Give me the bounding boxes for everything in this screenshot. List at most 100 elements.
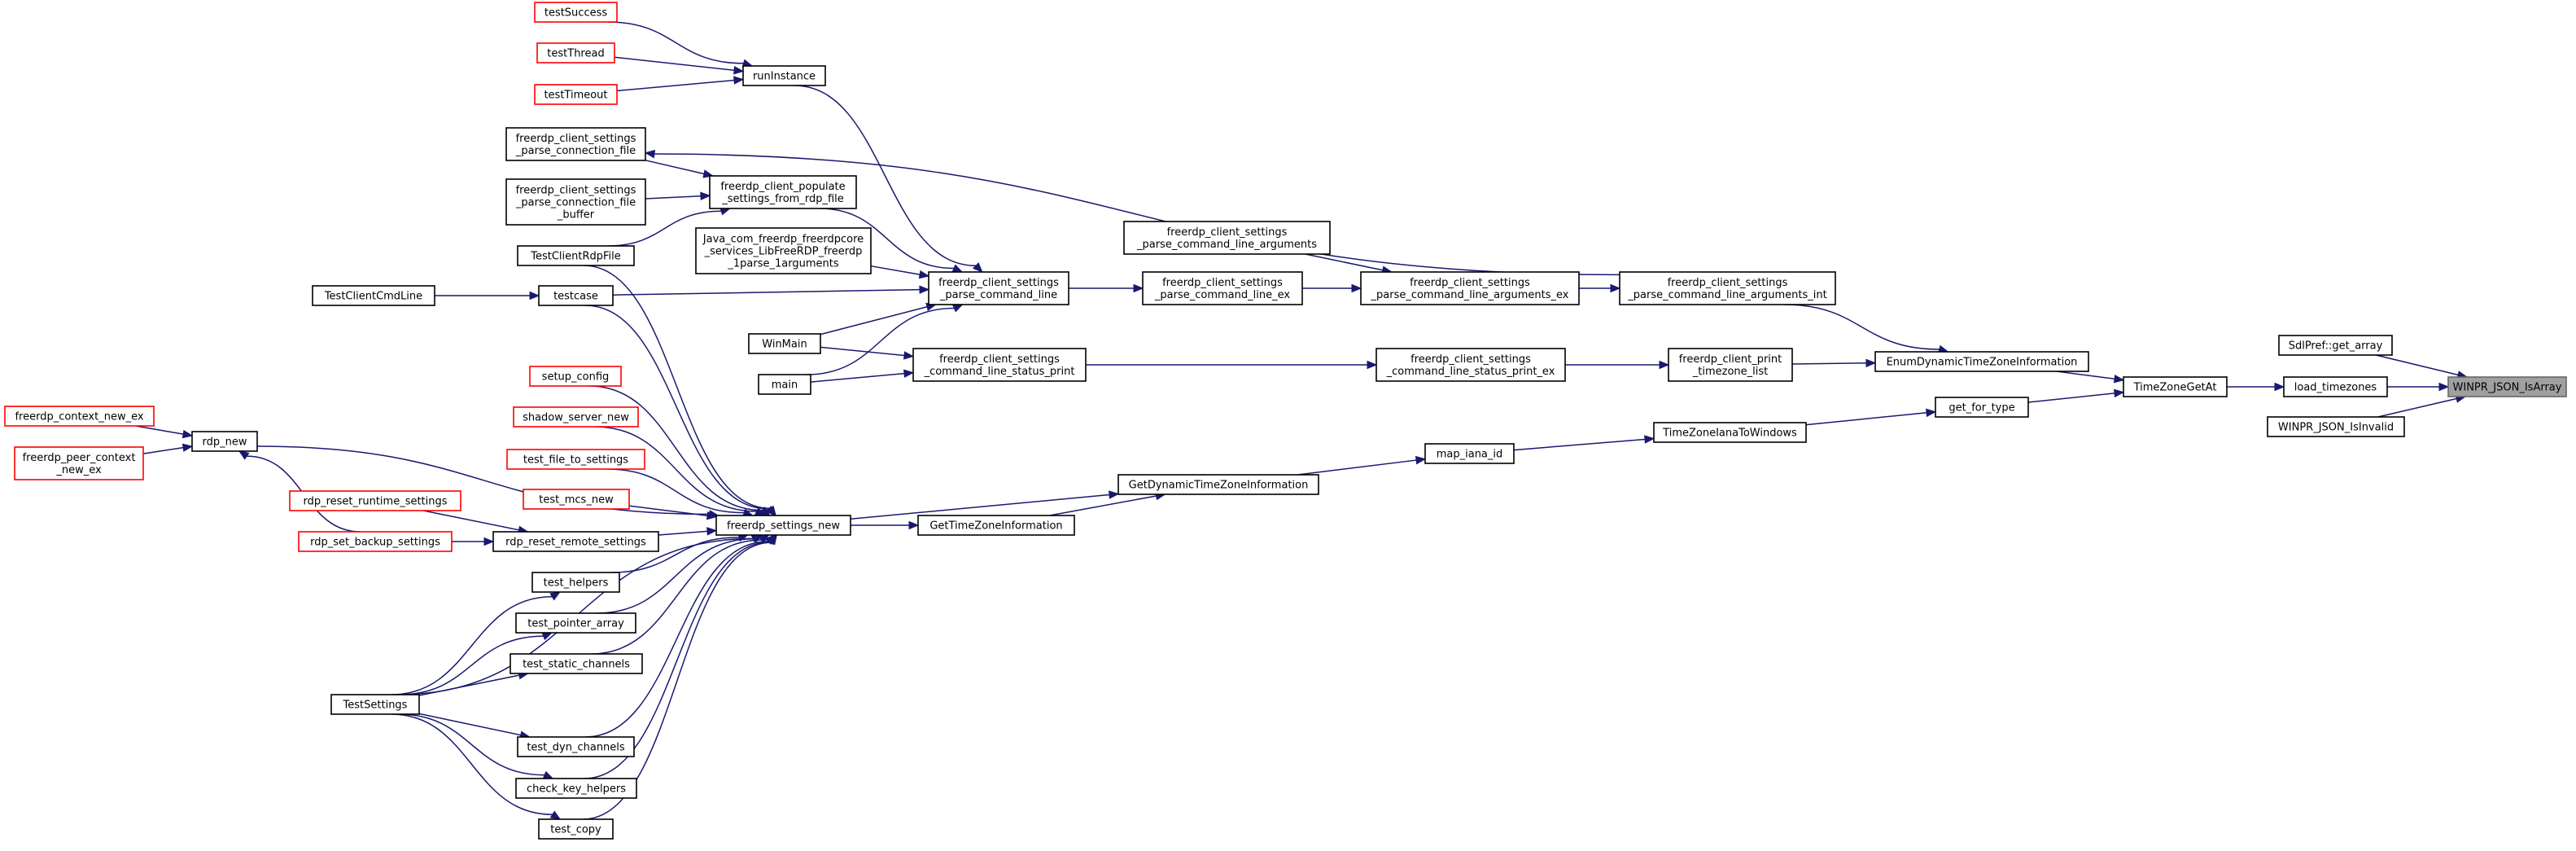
edge-arrowhead [1133, 283, 1144, 293]
node-winmain[interactable]: WinMain [748, 333, 821, 354]
node-shadow-server-new[interactable]: shadow_server_new [513, 406, 639, 428]
node-test-helpers[interactable]: test_helpers [531, 572, 620, 593]
node-box [1668, 348, 1793, 382]
edge-line [418, 713, 522, 736]
node-test-dyn-channels[interactable]: test_dyn_channels [517, 736, 635, 757]
node-fcs-parse-command-line[interactable]: freerdp_client_settings_parse_command_li… [928, 271, 1069, 305]
edge-get-for-type-to-timezonegetat [2027, 388, 2125, 403]
node-test-mcs-new[interactable]: test_mcs_new [523, 489, 630, 510]
edge-line [819, 208, 955, 270]
node-freerdp-peer-context-new-ex[interactable]: freerdp_peer_context_new_ex [14, 446, 144, 480]
edge-fcs-parse-command-line-arguments-int-to-enumdynamictimezoneinformation [1783, 304, 1949, 353]
edge-freerdp-client-print-timezone-list-to-enumdynamictimezoneinformation [1791, 358, 1877, 368]
node-box [928, 271, 1069, 305]
node-box [330, 694, 420, 715]
node-testsuccess[interactable]: testSuccess [534, 2, 618, 23]
edge-line [399, 635, 544, 695]
node-fcs-command-line-status-print[interactable]: freerdp_client_settings_command_line_sta… [912, 348, 1087, 382]
node-testsettings[interactable]: TestSettings [330, 694, 420, 715]
edge-testcase-to-fcs-parse-command-line [612, 285, 930, 296]
node-freerdp-context-new-ex[interactable]: freerdp_context_new_ex [4, 406, 155, 427]
node-freerdp-settings-new[interactable]: freerdp_settings_new [715, 515, 851, 536]
node-load-timezones[interactable]: load_timezones [2283, 376, 2388, 397]
edge-sdlpref-get-array-to-winpr-json-isarray [2375, 354, 2469, 379]
edge-line [607, 21, 744, 64]
node-label: SdlPref::get_array [2289, 340, 2383, 353]
node-label: freerdp_settings_new [727, 520, 840, 533]
node-label: WINPR_JSON_IsInvalid [2278, 422, 2394, 434]
node-fcs-parse-command-line-ex[interactable]: freerdp_client_settings_parse_command_li… [1142, 271, 1303, 305]
node-getdynamictimezoneinformation[interactable]: GetDynamicTimeZoneInformation [1117, 474, 1319, 495]
node-label: _parse_command_line_ex [1154, 289, 1290, 301]
node-enumdynamictimezoneinformation[interactable]: EnumDynamicTimeZoneInformation [1874, 351, 2089, 372]
node-sdlpref-get-array[interactable]: SdlPref::get_array [2278, 335, 2393, 356]
node-testtimeout[interactable]: testTimeout [534, 84, 618, 105]
node-freerdp-client-print-timezone-list[interactable]: freerdp_client_print_timezone_list [1668, 348, 1793, 382]
node-box [715, 515, 851, 536]
node-fcs-parse-connection-file[interactable]: freerdp_client_settings_parse_connection… [505, 127, 646, 161]
edge-arrowhead [182, 443, 194, 452]
node-fcs-parse-command-line-arguments-int[interactable]: freerdp_client_settings_parse_command_li… [1619, 271, 1836, 305]
edge-timezonegetat-to-load-timezones [2227, 382, 2285, 392]
node-box [312, 285, 435, 306]
node-box [536, 42, 615, 64]
node-map-iana-id[interactable]: map_iana_id [1424, 443, 1515, 464]
node-testthread[interactable]: testThread [536, 42, 615, 64]
node-fcs-command-line-status-print-ex[interactable]: freerdp_client_settings_command_line_sta… [1375, 348, 1566, 382]
node-test-pointer-array[interactable]: test_pointer_array [515, 612, 636, 634]
node-get-for-type[interactable]: get_for_type [1935, 397, 2029, 418]
edge-freerdp-settings-new-to-gettimezoneinformation [851, 520, 920, 530]
node-box [515, 778, 637, 799]
edge-fcs-parse-connection-file-buffer-to-fc-populate-settings-from-rdp-file [645, 191, 711, 201]
edge-line [616, 79, 735, 92]
node-test-file-to-settings[interactable]: test_file_to_settings [506, 449, 645, 470]
edge-line [423, 510, 519, 531]
node-box [531, 572, 620, 593]
edge-line [2056, 371, 2115, 380]
node-label: testThread [547, 48, 604, 60]
node-rdp-reset-remote-settings[interactable]: rdp_reset_remote_settings [492, 531, 659, 552]
edge-line [2377, 397, 2457, 418]
edge-java-parse-arguments-to-fcs-parse-command-line [870, 265, 930, 279]
node-gettimezoneinformation[interactable]: GetTimeZoneInformation [917, 515, 1075, 536]
edge-arrowhead [542, 770, 554, 779]
edge-line [810, 372, 905, 383]
node-box [695, 227, 872, 274]
edge-fcs-parse-connection-file-to-fc-populate-settings-from-rdp-file [645, 160, 715, 178]
node-testclientrdpfile[interactable]: TestClientRdpFile [517, 245, 635, 266]
edge-fcs-command-line-status-print-to-fcs-command-line-status-print-ex [1086, 360, 1378, 370]
node-fcs-parse-connection-file-buffer[interactable]: freerdp_client_settings_parse_connection… [505, 178, 646, 226]
node-java-parse-arguments[interactable]: Java_com_freerdp_freerdpcore_services_Li… [695, 227, 872, 274]
node-label: freerdp_client_settings [1167, 226, 1288, 239]
edge-timezoneianatowindows-to-get-for-type [1805, 408, 1937, 426]
node-label: GetDynamicTimeZoneInformation [1129, 480, 1309, 492]
node-box [534, 84, 618, 105]
node-fc-populate-settings-from-rdp-file[interactable]: freerdp_client_populate_settings_from_rd… [709, 175, 857, 209]
node-check-key-helpers[interactable]: check_key_helpers [515, 778, 637, 799]
node-main[interactable]: main [758, 374, 811, 395]
node-rdp-reset-runtime-settings[interactable]: rdp_reset_runtime_settings [289, 490, 461, 511]
node-timezoneianatowindows[interactable]: TimeZoneIanaToWindows [1653, 422, 1807, 443]
node-runinstance[interactable]: runInstance [742, 65, 826, 86]
node-testcase[interactable]: testcase [538, 285, 614, 306]
node-fcs-parse-command-line-arguments-ex[interactable]: freerdp_client_settings_parse_command_li… [1360, 271, 1580, 305]
node-fcs-parse-command-line-arguments[interactable]: freerdp_client_settings_parse_command_li… [1123, 221, 1331, 255]
node-rdp-set-backup-settings[interactable]: rdp_set_backup_settings [298, 531, 453, 552]
node-test-copy[interactable]: test_copy [538, 818, 614, 840]
node-timezonegetat[interactable]: TimeZoneGetAt [2123, 376, 2228, 397]
node-testclientcmdline[interactable]: TestClientCmdLine [312, 285, 435, 306]
node-box [529, 366, 622, 387]
node-box [1619, 271, 1836, 305]
node-label: TestSettings [343, 700, 408, 712]
node-winpr-json-isinvalid[interactable]: WINPR_JSON_IsInvalid [2267, 416, 2405, 437]
node-label: test_file_to_settings [523, 454, 628, 467]
edge-line [584, 305, 769, 510]
node-test-static-channels[interactable]: test_static_channels [510, 653, 643, 674]
edge-line [142, 446, 184, 454]
node-rdp-new[interactable]: rdp_new [191, 431, 258, 452]
node-winpr-json-isarray[interactable]: WINPR_JSON_IsArray [2447, 376, 2567, 397]
node-setup-config[interactable]: setup_config [529, 366, 622, 387]
edge-testsettings-to-test-dyn-channels [418, 713, 531, 739]
edge-arrowhead [951, 304, 964, 313]
